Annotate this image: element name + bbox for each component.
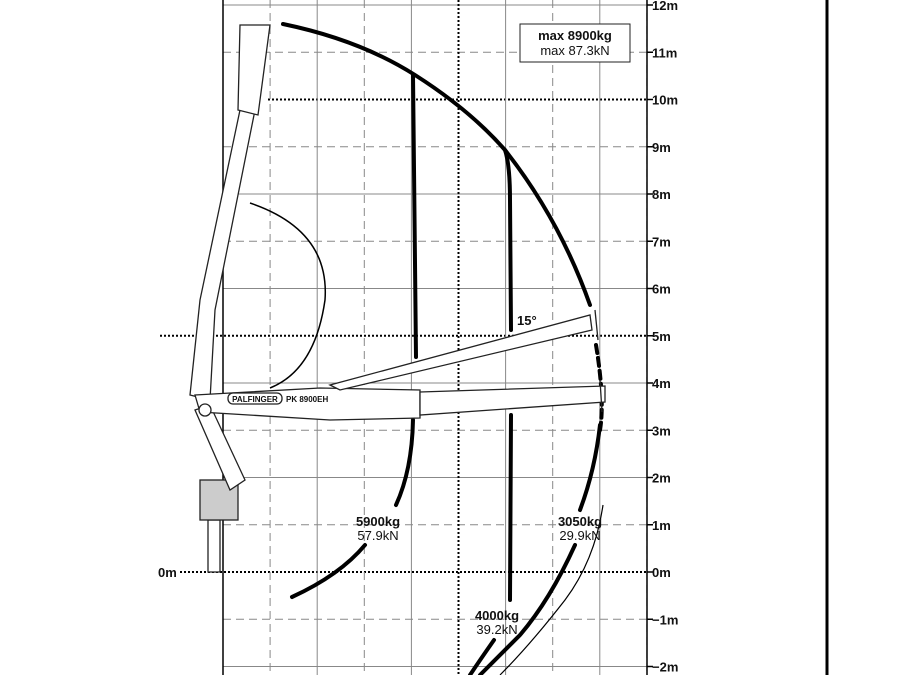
brand-plate bbox=[227, 392, 283, 405]
y-axis-label: 8m bbox=[652, 187, 671, 202]
crane-extension-15deg bbox=[328, 314, 593, 391]
reach-4000-bottom bbox=[468, 638, 496, 675]
load-3050-force: 29.9kN bbox=[559, 528, 600, 543]
y-axis-label: 0m bbox=[652, 565, 671, 580]
load-4000-force: 39.2kN bbox=[476, 622, 517, 637]
crane-main-boom-horizontal bbox=[194, 387, 421, 421]
reach-4000-upper bbox=[503, 148, 513, 332]
reach-5900-upper bbox=[411, 73, 418, 359]
crane-boom-tip bbox=[237, 24, 271, 116]
y-axis-label: 1m bbox=[652, 518, 671, 533]
y-axis-label: 10m bbox=[652, 93, 678, 108]
y-axis-label: 7m bbox=[652, 234, 671, 249]
reach-curves bbox=[281, 22, 604, 675]
y-axis-label: −2m bbox=[652, 660, 678, 675]
y-axis-label: 4m bbox=[652, 376, 671, 391]
y-axis-label: 12m bbox=[652, 0, 678, 13]
max-force: max 87.3kN bbox=[540, 43, 609, 58]
max-capacity-box: max 8900kg max 87.3kN bbox=[519, 23, 631, 63]
reach-4000-lower bbox=[508, 413, 513, 602]
y-axis-label: −1m bbox=[652, 612, 678, 627]
load-5900-weight: 5900kg bbox=[356, 514, 400, 529]
y-axis-labels: 12m 11m 10m 9m 8m 7m 6m 5m 4m 3m 2m 1m 0m −1m −2m bbox=[652, 0, 678, 675]
max-weight: max 8900kg bbox=[538, 28, 612, 43]
y-axis-label: 6m bbox=[652, 282, 671, 297]
brand-label: PALFINGER bbox=[232, 395, 278, 404]
reach-5900-lower bbox=[394, 418, 415, 507]
outer-arc-thin bbox=[499, 504, 604, 675]
load-3050-weight: 3050kg bbox=[558, 514, 602, 529]
y-axis-label: 9m bbox=[652, 140, 671, 155]
load-4000-weight: 4000kg bbox=[475, 608, 519, 623]
left-zero-label: 0m bbox=[158, 565, 177, 580]
grid bbox=[160, 0, 653, 675]
slew-arc bbox=[249, 202, 326, 389]
y-axis-label: 2m bbox=[652, 471, 671, 486]
model-label: PK 8900EH bbox=[286, 395, 328, 404]
crane-column bbox=[207, 519, 221, 573]
outer-arc-lower bbox=[578, 423, 602, 512]
outer-arc-bottom bbox=[478, 543, 577, 675]
crane-extension-horizontal bbox=[419, 385, 606, 416]
crane-drawing bbox=[189, 24, 606, 573]
y-axis-label: 5m bbox=[652, 329, 671, 344]
outer-reach-arc bbox=[281, 22, 592, 307]
y-axis-label: 11m bbox=[652, 45, 677, 60]
y-axis-label: 3m bbox=[652, 423, 671, 438]
crane-lower-arm bbox=[194, 404, 246, 491]
angle-label: 15° bbox=[517, 313, 537, 328]
load-5900-force: 57.9kN bbox=[357, 528, 398, 543]
reach-5900-bottom bbox=[290, 543, 367, 599]
